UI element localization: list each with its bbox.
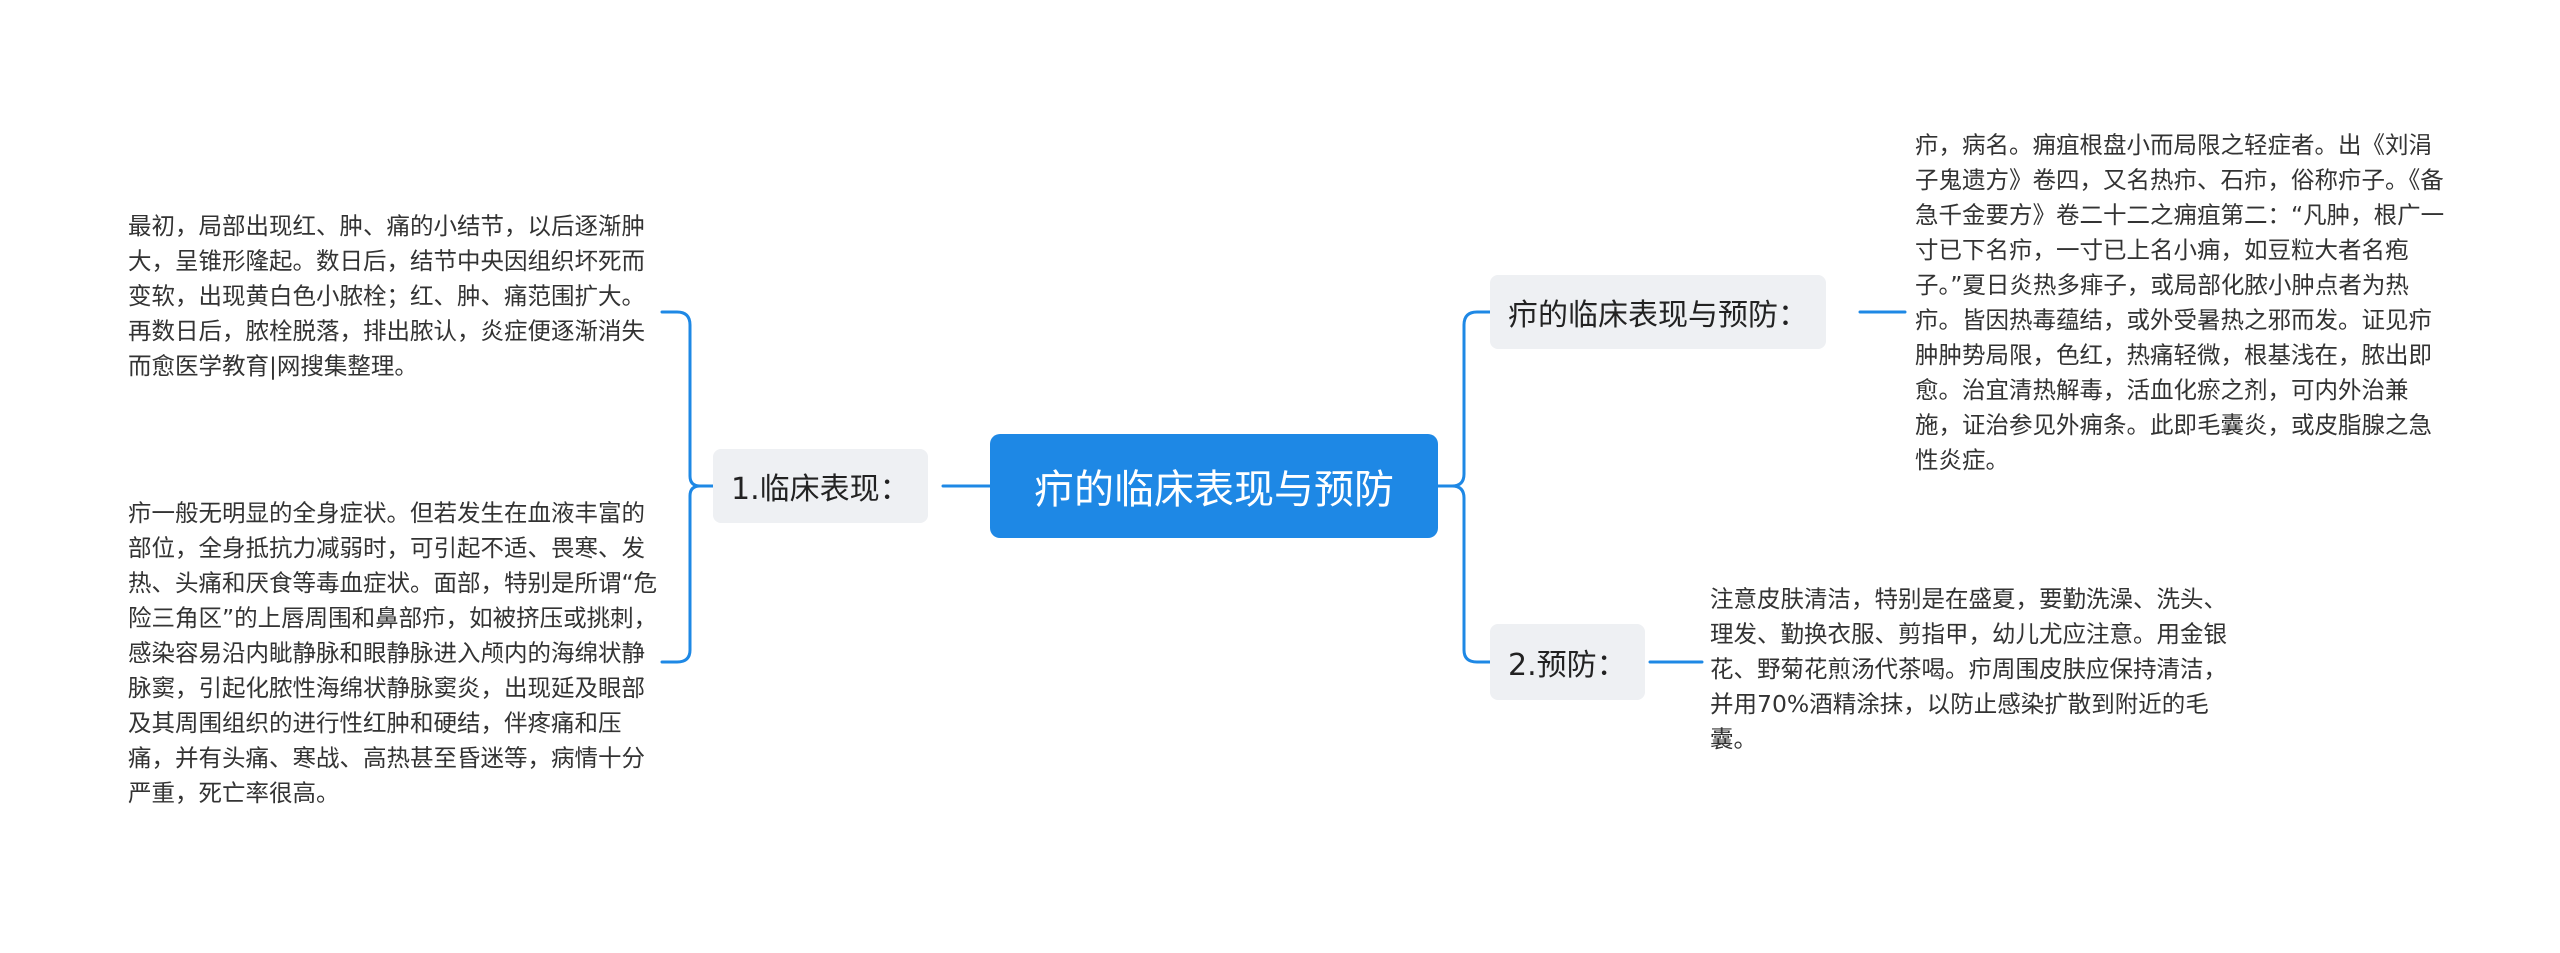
root-topic[interactable]: 疖的临床表现与预防 xyxy=(990,434,1438,538)
leaf-clinical-course[interactable]: 最初，局部出现红、肿、痛的小结节，以后逐渐肿大，呈锥形隆起。数日后，结节中央因组… xyxy=(128,212,645,380)
connector-left-leaf2 xyxy=(660,484,702,664)
connector-root-right2 xyxy=(1450,484,1492,664)
branch-prevention[interactable]: 2.预防： xyxy=(1490,624,1645,700)
branch-clinical-and-prevention[interactable]: 疖的临床表现与预防： xyxy=(1490,275,1826,349)
connector-left-leaf1 xyxy=(660,310,715,488)
leaf-definition[interactable]: 疖，病名。痈疽根盘小而局限之轻症者。出《刘涓子鬼遗方》卷四，又名热疖、石疖，俗称… xyxy=(1915,131,2445,474)
branch-clinical-manifestation[interactable]: 1.临床表现： xyxy=(713,449,928,523)
connector-root-right1 xyxy=(1436,310,1492,488)
leaf-systemic-symptoms[interactable]: 疖一般无明显的全身症状。但若发生在血液丰富的部位，全身抵抗力减弱时，可引起不适、… xyxy=(128,499,658,807)
leaf-prevention-measures[interactable]: 注意皮肤清洁，特别是在盛夏，要勤洗澡、洗头、理发、勤换衣服、剪指甲，幼儿尤应注意… xyxy=(1710,585,2227,753)
